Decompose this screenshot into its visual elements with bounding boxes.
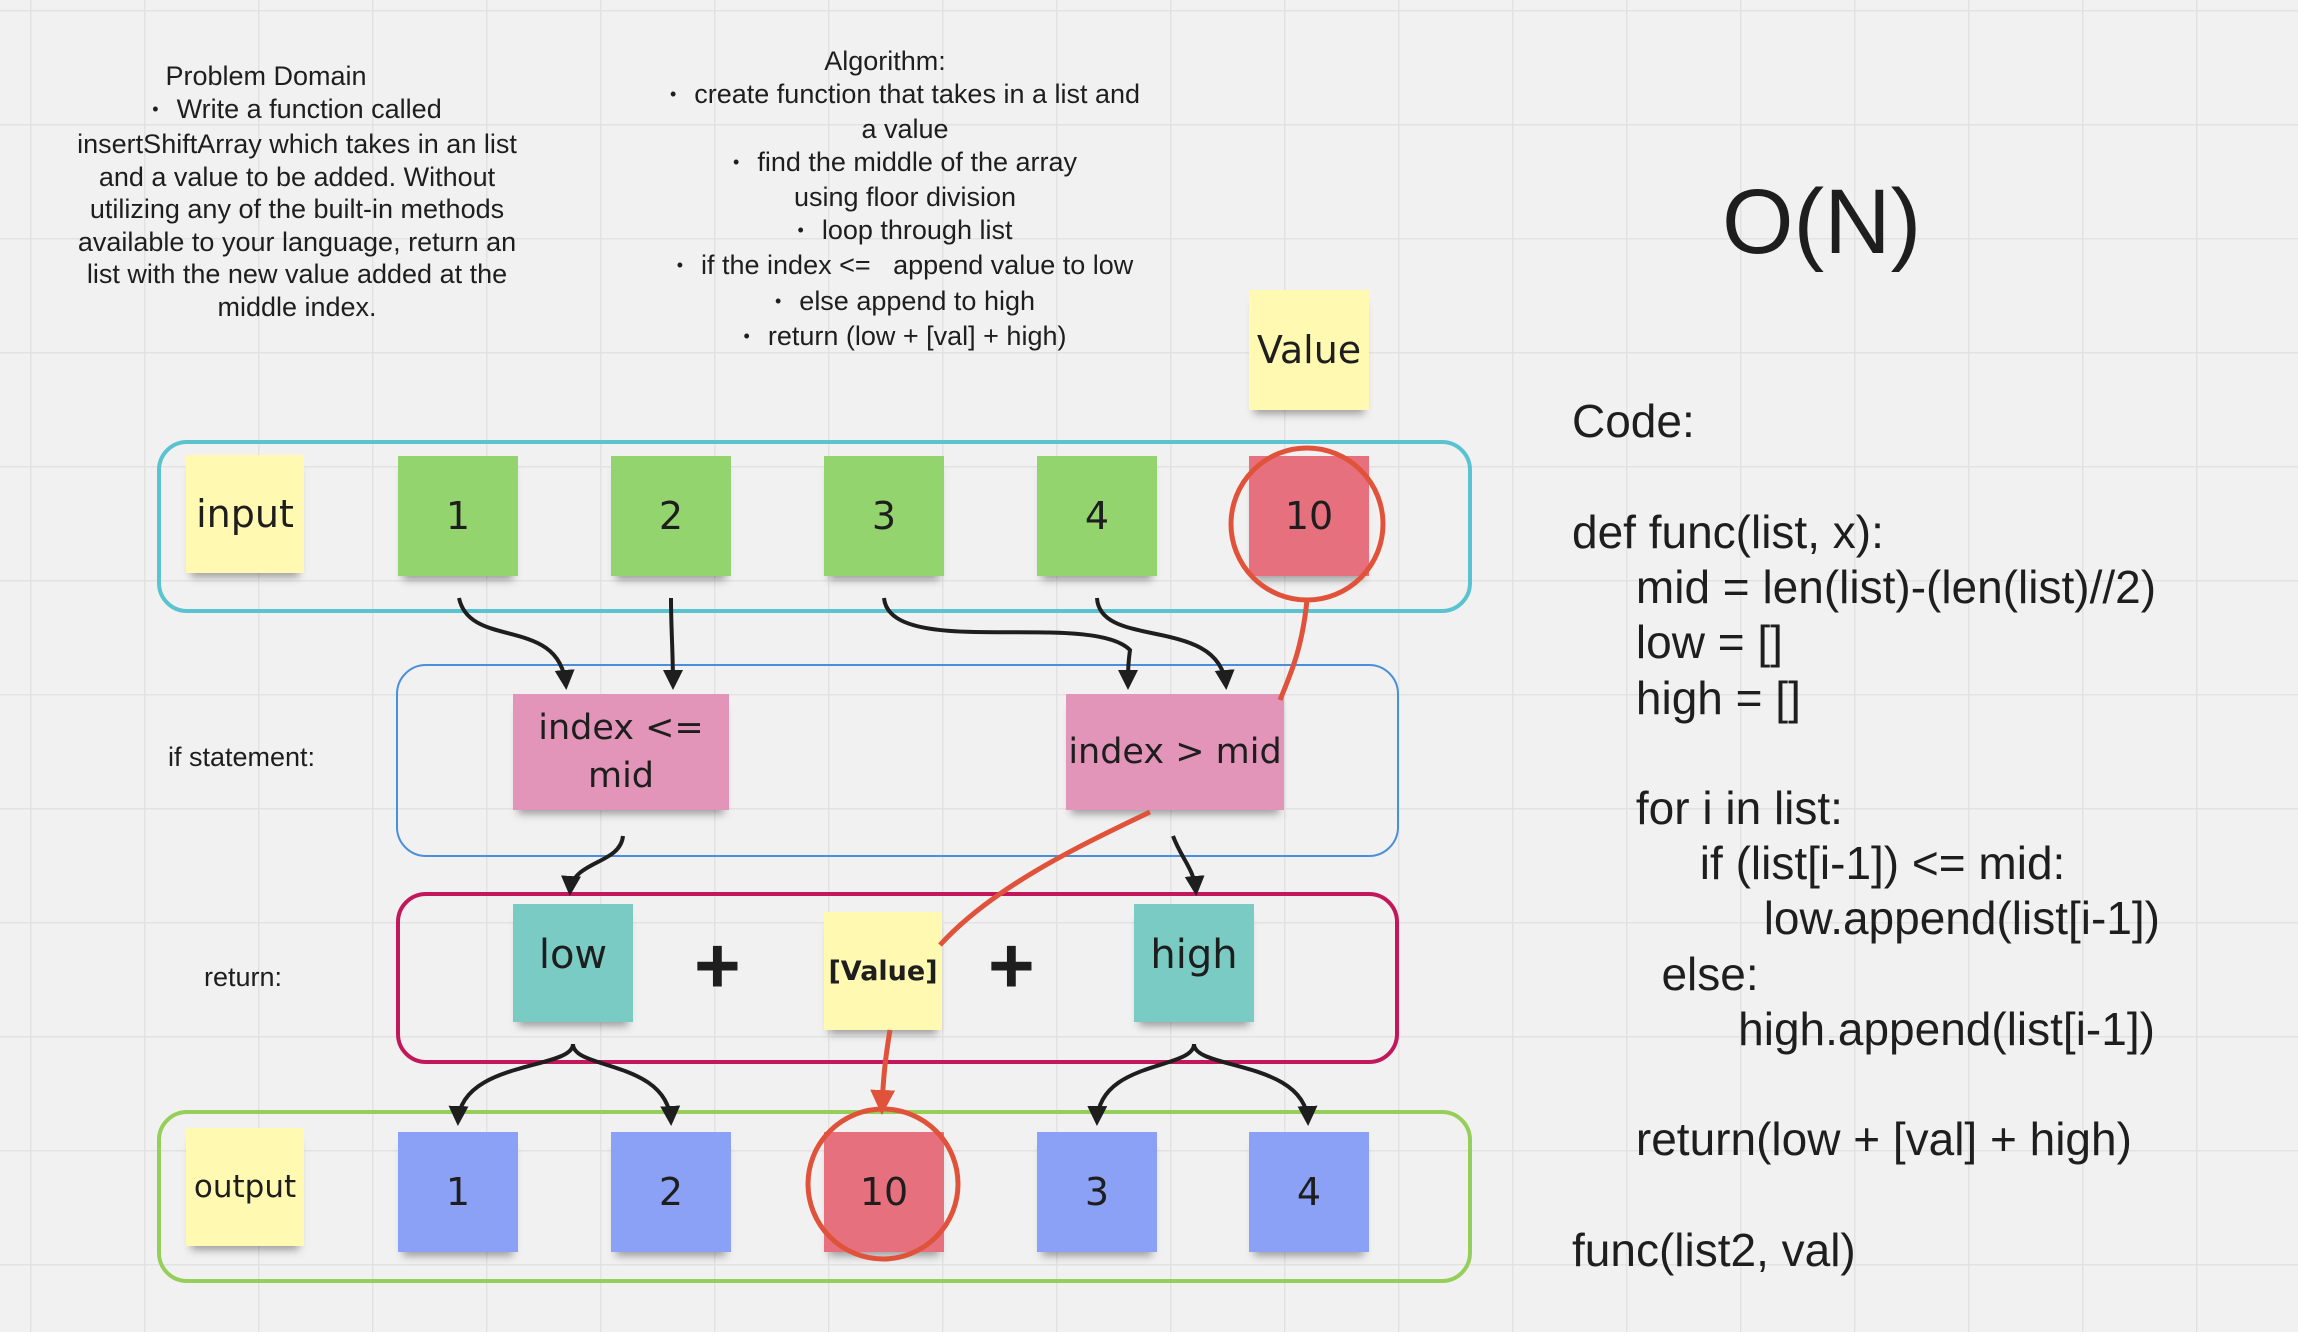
algorithm: Algorithm: create function that takes in… bbox=[655, 45, 1155, 356]
if-statement-frame bbox=[396, 664, 1399, 857]
high-note: high bbox=[1134, 904, 1254, 1022]
code-line bbox=[1572, 1057, 2160, 1112]
input-item: 3 bbox=[824, 456, 944, 576]
code-line bbox=[1572, 726, 2160, 781]
input-label-note: input bbox=[186, 455, 304, 573]
arrow-high-to-3 bbox=[1087, 1043, 1196, 1126]
output-label-note: output bbox=[186, 1128, 304, 1246]
arrow-gt-to-high bbox=[1171, 835, 1205, 896]
value-route-line bbox=[1277, 599, 1310, 701]
index-lte-mid-note: index <= mid bbox=[513, 694, 729, 810]
output-item: 3 bbox=[1037, 1132, 1157, 1252]
problem-domain: Problem Domain Write a function called i… bbox=[62, 60, 532, 323]
code-heading: Code: bbox=[1572, 395, 1695, 447]
algorithm-step: else append to high bbox=[655, 285, 1155, 321]
arrow-4-to-gt bbox=[1095, 597, 1235, 690]
input-item: 2 bbox=[611, 456, 731, 576]
algorithm-title: Algorithm: bbox=[824, 46, 946, 76]
output-item: 1 bbox=[398, 1132, 518, 1252]
plus-sign: + bbox=[988, 921, 1035, 1010]
return-frame bbox=[396, 892, 1399, 1064]
index-gt-mid-note: index > mid bbox=[1066, 694, 1284, 810]
code-line: high.append(list[i-1]) bbox=[1572, 1002, 2155, 1055]
output-item: 2 bbox=[611, 1132, 731, 1252]
input-value-highlight-circle bbox=[1228, 445, 1386, 603]
code-line: else: bbox=[1572, 947, 1759, 1000]
code-line: high = [] bbox=[1572, 671, 1801, 724]
value-placeholder-note: [Value] bbox=[824, 912, 942, 1030]
code-line: low = [] bbox=[1572, 616, 1783, 669]
arrow-low-to-1 bbox=[448, 1043, 575, 1126]
algorithm-step: loop through list bbox=[655, 214, 1155, 250]
arrow-1-to-lte bbox=[457, 597, 575, 690]
arrow-high-to-4 bbox=[1192, 1043, 1318, 1126]
low-note: low bbox=[513, 904, 633, 1022]
algorithm-step: create function that takes in a list and… bbox=[655, 78, 1155, 146]
code-line: def func(list, x): bbox=[1572, 506, 1884, 558]
arrow-3-to-gt bbox=[882, 597, 1139, 690]
return-label: return: bbox=[204, 962, 283, 992]
output-value-note: 10 bbox=[824, 1132, 944, 1252]
arrow-2-to-lte bbox=[662, 597, 683, 690]
arrow-low-to-2 bbox=[571, 1043, 681, 1126]
input-frame bbox=[157, 440, 1472, 613]
code-line: if (list[i-1]) <= mid: bbox=[1572, 837, 2066, 890]
code-line: low.append(list[i-1]) bbox=[1572, 892, 2161, 945]
arrow-lte-to-low bbox=[561, 835, 625, 896]
output-frame bbox=[157, 1110, 1472, 1283]
algorithm-step: return (low + [val] + high) bbox=[655, 320, 1155, 356]
input-item: 4 bbox=[1037, 456, 1157, 576]
algorithm-step: find the middle of the array using floor… bbox=[655, 146, 1155, 214]
code-line: mid = len(list)-(len(list)//2) bbox=[1572, 561, 2157, 614]
code-block: def func(list, x): mid = len(list)-(len(… bbox=[1572, 505, 2160, 1278]
arrow-value-to-output bbox=[870, 1029, 896, 1115]
problem-domain-bullet: Write a function called insertShiftArray… bbox=[62, 93, 532, 324]
problem-domain-title: Problem Domain bbox=[165, 61, 367, 91]
value-route-line bbox=[938, 809, 1152, 947]
output-value-highlight-circle bbox=[805, 1106, 961, 1262]
value-note: Value bbox=[1249, 290, 1369, 410]
algorithm-step: if the index <= append value to low bbox=[655, 249, 1155, 285]
if-statement-label: if statement: bbox=[168, 742, 316, 772]
code-line: return(low + [val] + high) bbox=[1572, 1113, 2132, 1166]
plus-sign: + bbox=[694, 921, 741, 1010]
code-line: for i in list: bbox=[1572, 782, 1843, 834]
input-item: 1 bbox=[398, 456, 518, 576]
complexity-label: O(N) bbox=[1722, 171, 1922, 273]
code-line: func(list2, val) bbox=[1572, 1223, 1856, 1276]
input-value-note: 10 bbox=[1249, 456, 1369, 576]
output-item: 4 bbox=[1249, 1132, 1369, 1252]
code-line bbox=[1572, 1167, 2160, 1222]
